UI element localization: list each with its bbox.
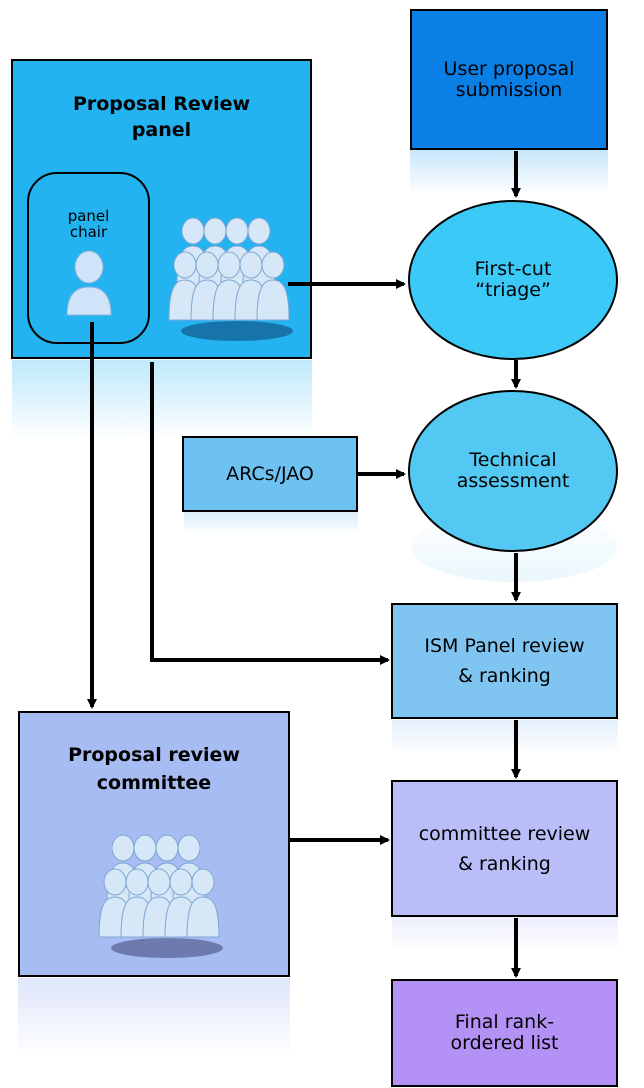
user-proposal-submission: User proposal submission [410,9,608,150]
panel-title: Proposal Review panel [72,93,251,141]
technical-assessment: Technical assessment [408,390,618,552]
final-label: Final rank- ordered list [450,1011,559,1054]
people-group-icon [168,217,293,341]
arcs-label: ARCs/JAO [226,462,314,485]
ism-label: ISM Panel review & ranking [424,635,585,687]
submission-label: User proposal submission [443,57,575,101]
triage-label: First-cut “triage” [474,258,552,301]
committee-review-label: committee review & ranking [418,822,591,875]
final-rank-ordered-list: Final rank- ordered list [391,979,618,1087]
arrow-panel-to-ism [150,362,390,665]
people-group-icon [98,834,223,958]
person-icon [66,250,112,316]
person-icon [98,868,132,938]
technical-label: Technical assessment [456,449,570,492]
person-icon [186,868,220,938]
first-cut-triage: First-cut “triage” [408,200,618,360]
arcs-jao: ARCs/JAO [182,436,358,512]
panel-chair-group: panel chair [27,172,150,344]
panel-chair-label: panel chair [67,207,110,241]
ism-panel-review: ISM Panel review & ranking [391,603,618,719]
person-icon [256,251,290,321]
committee-review: committee review & ranking [391,780,618,917]
committee-title: Proposal review committee [68,744,240,794]
